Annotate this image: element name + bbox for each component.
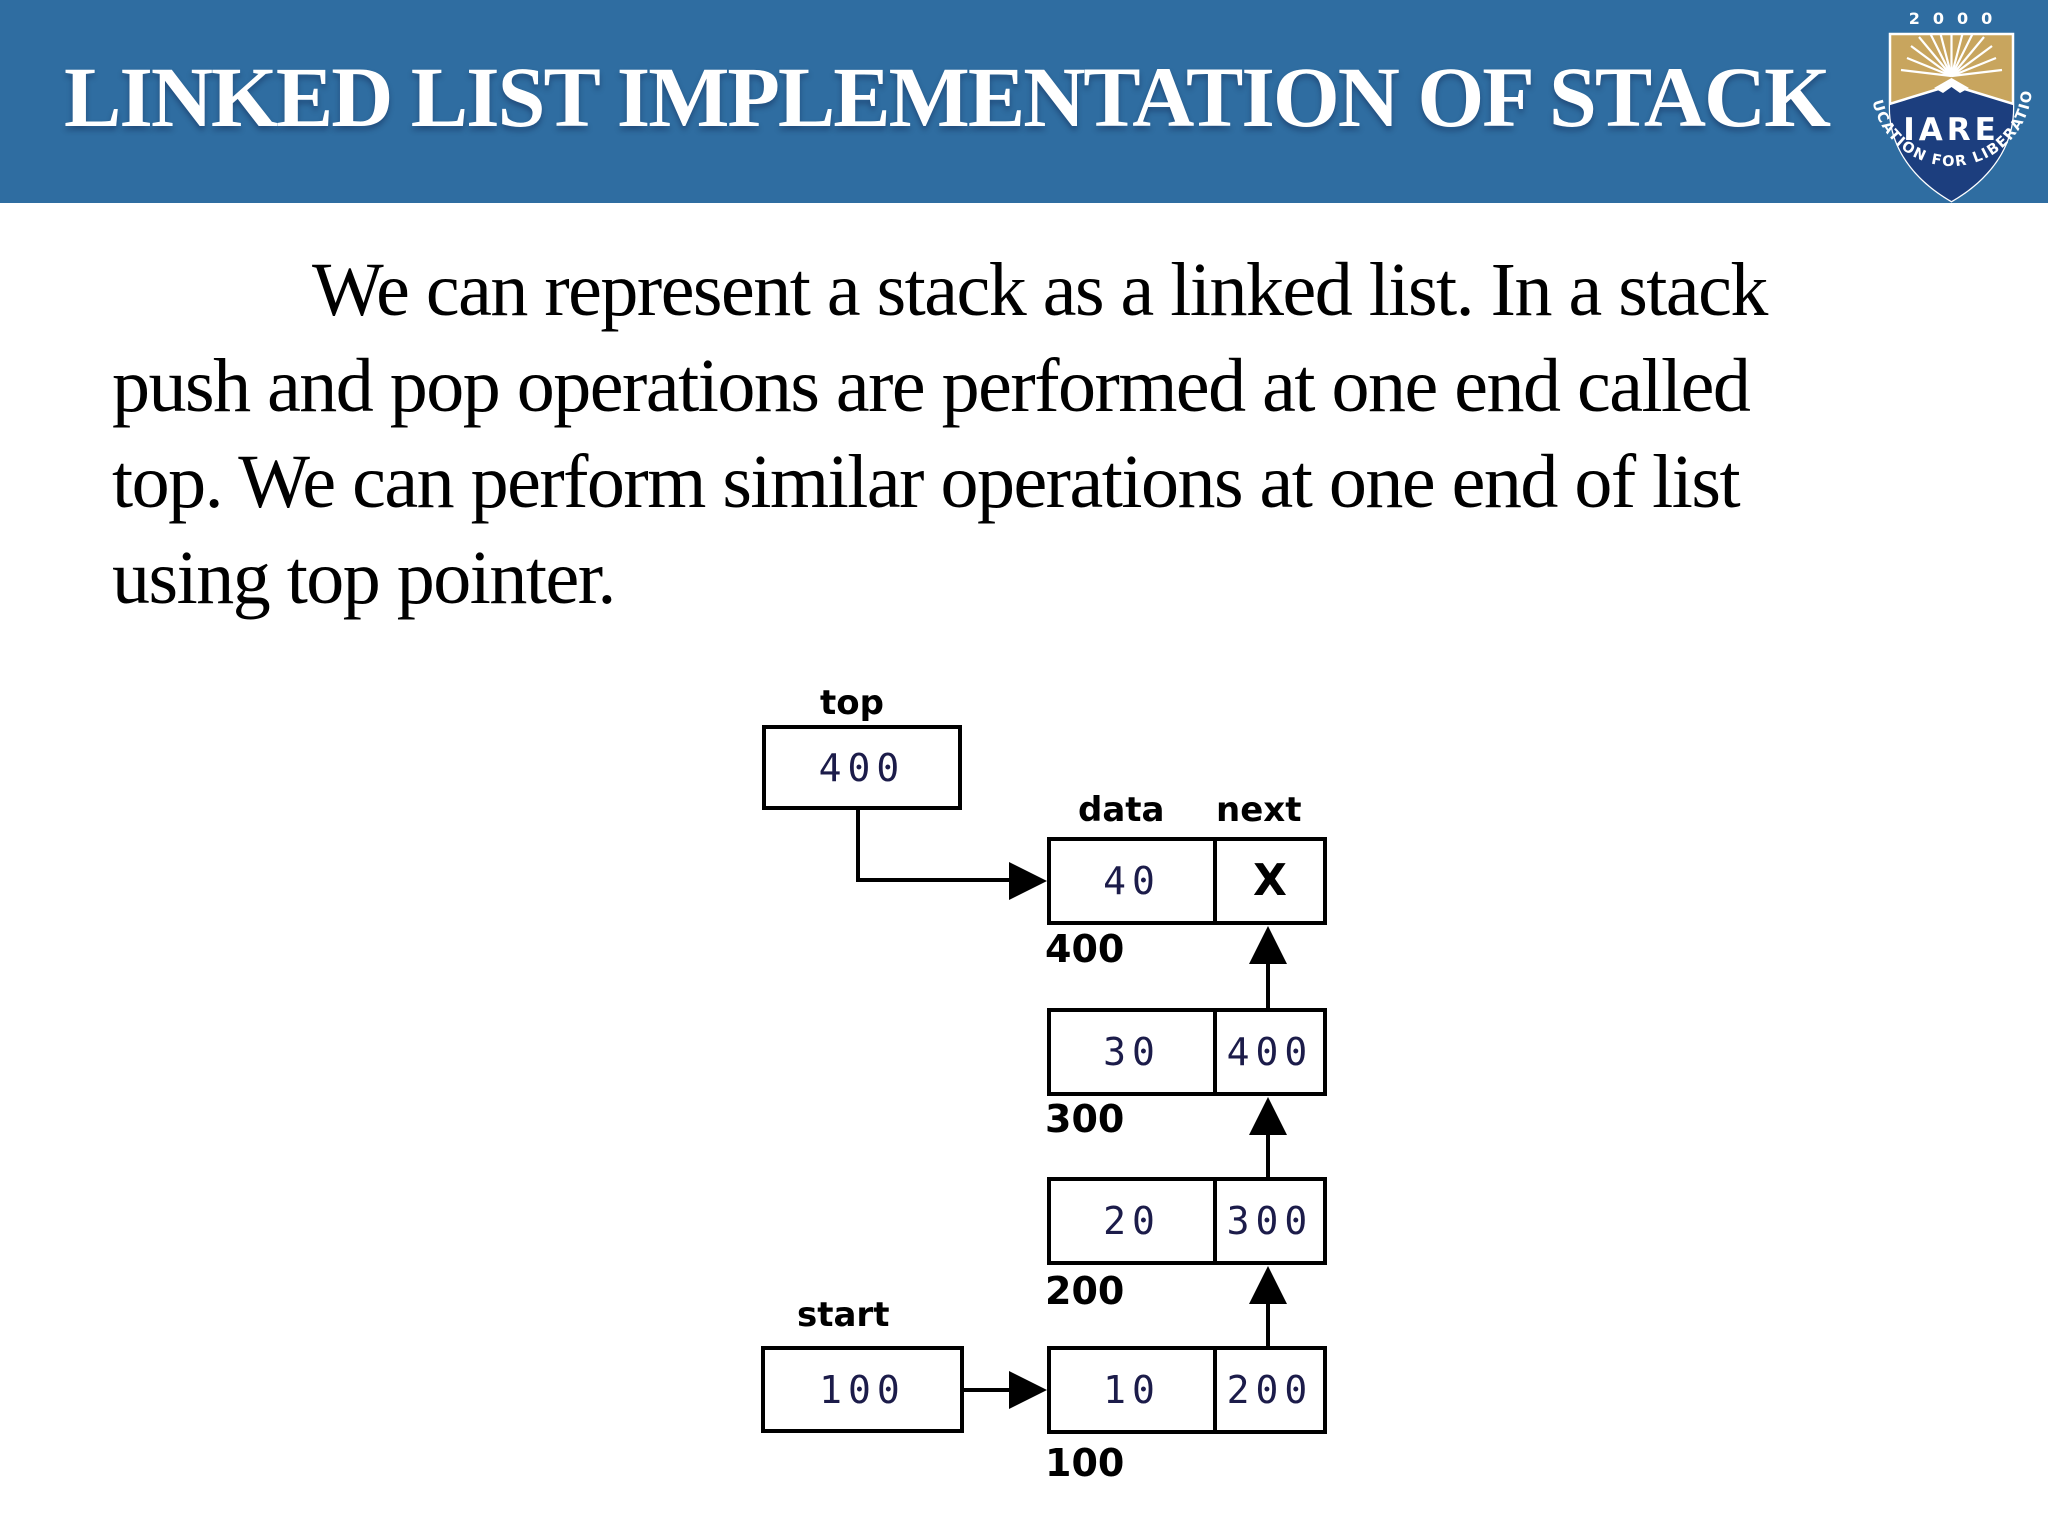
node-300-data-cell: 30: [1051, 1012, 1217, 1092]
top-pointer-value: 400: [818, 745, 906, 790]
link-line: [1266, 962, 1270, 1010]
node-300-next-value: 400: [1226, 1030, 1314, 1074]
start-pointer-value: 100: [819, 1367, 906, 1412]
body-line: top. We can perform similar operations a…: [112, 440, 1741, 524]
node-200-next-value: 300: [1226, 1199, 1314, 1243]
mountain-peak-icon: [1934, 78, 1969, 93]
node-400-next-value: X: [1253, 855, 1287, 906]
node-300-next-cell: 400: [1217, 1012, 1323, 1092]
start-connector-line: [962, 1388, 1010, 1392]
link-arrowhead-icon: [1249, 1097, 1287, 1135]
body-line: We can represent a stack as a linked lis…: [312, 248, 1768, 332]
body-line: push and pop operations are performed at…: [112, 344, 1751, 428]
start-pointer-label: start: [797, 1295, 890, 1335]
node-100-address-label: 100: [1045, 1441, 1125, 1485]
node-300-data-value: 30: [1103, 1030, 1161, 1074]
link-arrowhead-icon: [1249, 926, 1287, 964]
node-300-address-label: 300: [1045, 1097, 1125, 1141]
column-label-next: next: [1216, 790, 1302, 830]
node-200-next-cell: 300: [1217, 1181, 1323, 1261]
top-connector-horizontal-line: [856, 878, 1010, 882]
node-100-data-cell: 10: [1051, 1350, 1217, 1430]
node-200-data-value: 20: [1103, 1199, 1161, 1243]
page-title: LINKED LIST IMPLEMENTATION OF STACK: [64, 49, 1831, 145]
node-200: 20 300: [1047, 1177, 1327, 1265]
top-pointer-label: top: [820, 683, 884, 723]
logo-acronym: IARE: [1903, 112, 2000, 148]
node-400-data-value: 40: [1103, 859, 1161, 903]
link-arrowhead-icon: [1249, 1266, 1287, 1304]
start-connector-arrowhead-icon: [1009, 1371, 1047, 1409]
link-line: [1266, 1302, 1270, 1348]
sun-rays-icon: [1900, 34, 2003, 78]
link-line: [1266, 1133, 1270, 1179]
body-paragraph: We can represent a stack as a linked lis…: [112, 242, 2012, 626]
body-line: using top pointer.: [112, 536, 616, 620]
iare-logo: 2000: [1853, 8, 2035, 203]
node-300: 30 400: [1047, 1008, 1327, 1096]
node-100-next-cell: 200: [1217, 1350, 1323, 1430]
node-100: 10 200: [1047, 1346, 1327, 1434]
node-100-next-value: 200: [1226, 1368, 1314, 1412]
node-200-address-label: 200: [1045, 1269, 1125, 1313]
logo-year: 2000: [1909, 9, 2006, 28]
node-200-data-cell: 20: [1051, 1181, 1217, 1261]
node-400: 40 X: [1047, 837, 1327, 925]
node-400-data-cell: 40: [1051, 841, 1217, 921]
column-label-data: data: [1078, 790, 1165, 830]
start-pointer-box: 100: [761, 1346, 964, 1433]
top-connector-arrowhead-icon: [1009, 862, 1047, 900]
node-400-address-label: 400: [1045, 927, 1125, 971]
node-400-next-cell: X: [1217, 841, 1323, 921]
node-100-data-value: 10: [1103, 1368, 1161, 1412]
slide-header: LINKED LIST IMPLEMENTATION OF STACK 2000: [0, 0, 2048, 203]
top-pointer-box: 400: [762, 725, 962, 810]
top-connector-vertical-line: [856, 806, 860, 882]
